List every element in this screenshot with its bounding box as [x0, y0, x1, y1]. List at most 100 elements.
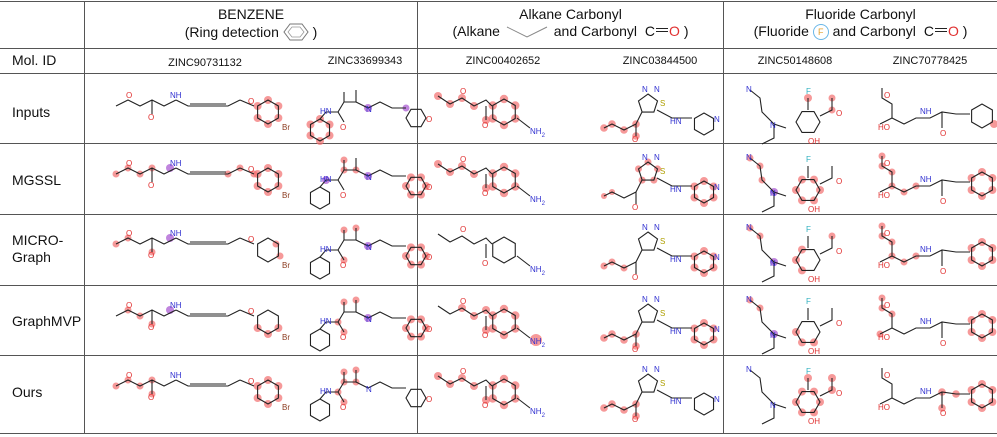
atom-label: N — [770, 401, 776, 410]
atom-label: O — [340, 123, 346, 132]
atom-label: O — [482, 331, 488, 340]
atom-label: HO — [878, 333, 890, 342]
atom-label: S — [660, 99, 665, 108]
grid-row2-bottom — [0, 214, 997, 215]
atom-label: O — [126, 301, 132, 310]
atom-label: N — [714, 325, 720, 334]
grid-top — [0, 1, 997, 2]
atom-label: OH — [808, 275, 820, 284]
atom-label: N — [366, 315, 372, 324]
atom-label: N — [366, 105, 372, 114]
atom-label: O — [836, 389, 842, 398]
molecule-drawing: HN O N O — [306, 90, 432, 145]
atom-label: O — [426, 115, 432, 124]
header-fluoride-carbonyl: Fluoride Carbonyl (Fluoride F and Carbon… — [724, 6, 997, 40]
row-label: Ours — [12, 384, 43, 400]
atom-label: O — [126, 229, 132, 238]
atom-label: S — [660, 237, 665, 246]
atom-label: O — [940, 129, 946, 138]
atom-label: HN — [670, 255, 682, 264]
header-title: BENZENE — [217, 6, 285, 22]
atom-label: O — [426, 395, 432, 404]
atom-label: N — [366, 385, 372, 394]
alkane-zigzag-icon — [506, 26, 548, 38]
atom-label: NH — [170, 159, 182, 168]
atom-label: O — [884, 371, 890, 380]
grid-bottom — [0, 433, 997, 434]
atom-label: N — [746, 153, 752, 162]
atom-label: HN — [320, 107, 332, 116]
atom-label: O — [460, 297, 466, 306]
atom-label: N — [746, 365, 752, 374]
atom-label: O — [460, 155, 466, 164]
atom-label: O — [884, 91, 890, 100]
atom-label: F — [806, 155, 811, 164]
atom-label: HN — [320, 175, 332, 184]
mol-id: ZINC00402652 — [465, 55, 541, 67]
molecule-drawing: N N F OH O — [746, 365, 842, 426]
atom-label: O — [482, 189, 488, 198]
atom-label: N — [642, 223, 648, 232]
atom-label: O — [632, 273, 638, 282]
atom-label: Br — [282, 123, 290, 132]
atom-label: N — [366, 173, 372, 182]
atom-label: O — [482, 121, 488, 130]
atom-label: F — [806, 367, 811, 376]
mol-id: ZINC90731132 — [168, 57, 242, 69]
atom-label: O — [460, 87, 466, 96]
atom-label: NH — [920, 107, 932, 116]
grid-col-label — [84, 1, 85, 434]
atom-label: N — [654, 365, 660, 374]
atom-label: N — [654, 153, 660, 162]
atom-label: HO — [878, 403, 890, 412]
fluoride-atom-icon: F — [812, 24, 829, 40]
atom-label: N — [654, 85, 660, 94]
atom-label: O — [940, 267, 946, 276]
atom-label: O — [148, 181, 154, 190]
atom-label: N — [770, 121, 776, 130]
atom-label: OH — [808, 205, 820, 214]
atom-label: Br — [282, 191, 290, 200]
atom-label: O — [426, 183, 432, 192]
atom-label: N — [746, 223, 752, 232]
atom-label: NH2 — [530, 265, 546, 277]
atom-label: N — [770, 189, 776, 198]
grid-col-3 — [723, 1, 724, 434]
benzene-ring-icon — [283, 23, 309, 41]
grid-row1-bottom — [0, 143, 997, 144]
atom-label: Br — [282, 261, 290, 270]
atom-label: O — [632, 203, 638, 212]
atom-label: NH — [920, 245, 932, 254]
atom-label: Br — [282, 333, 290, 342]
atom-label: N — [642, 365, 648, 374]
atom-label: OH — [808, 347, 820, 356]
atom-label: O — [460, 367, 466, 376]
atom-label: NH — [170, 301, 182, 310]
atom-label: HN — [320, 387, 332, 396]
atom-label: OH — [808, 417, 820, 426]
atom-label: O — [248, 307, 254, 316]
atom-label: O — [482, 259, 488, 268]
atom-label: HN — [670, 117, 682, 126]
atom-label: NH — [170, 371, 182, 380]
atom-label: N — [366, 243, 372, 252]
atom-label: N — [714, 115, 720, 124]
row-label: Inputs — [12, 104, 51, 120]
atom-label: O — [632, 415, 638, 424]
